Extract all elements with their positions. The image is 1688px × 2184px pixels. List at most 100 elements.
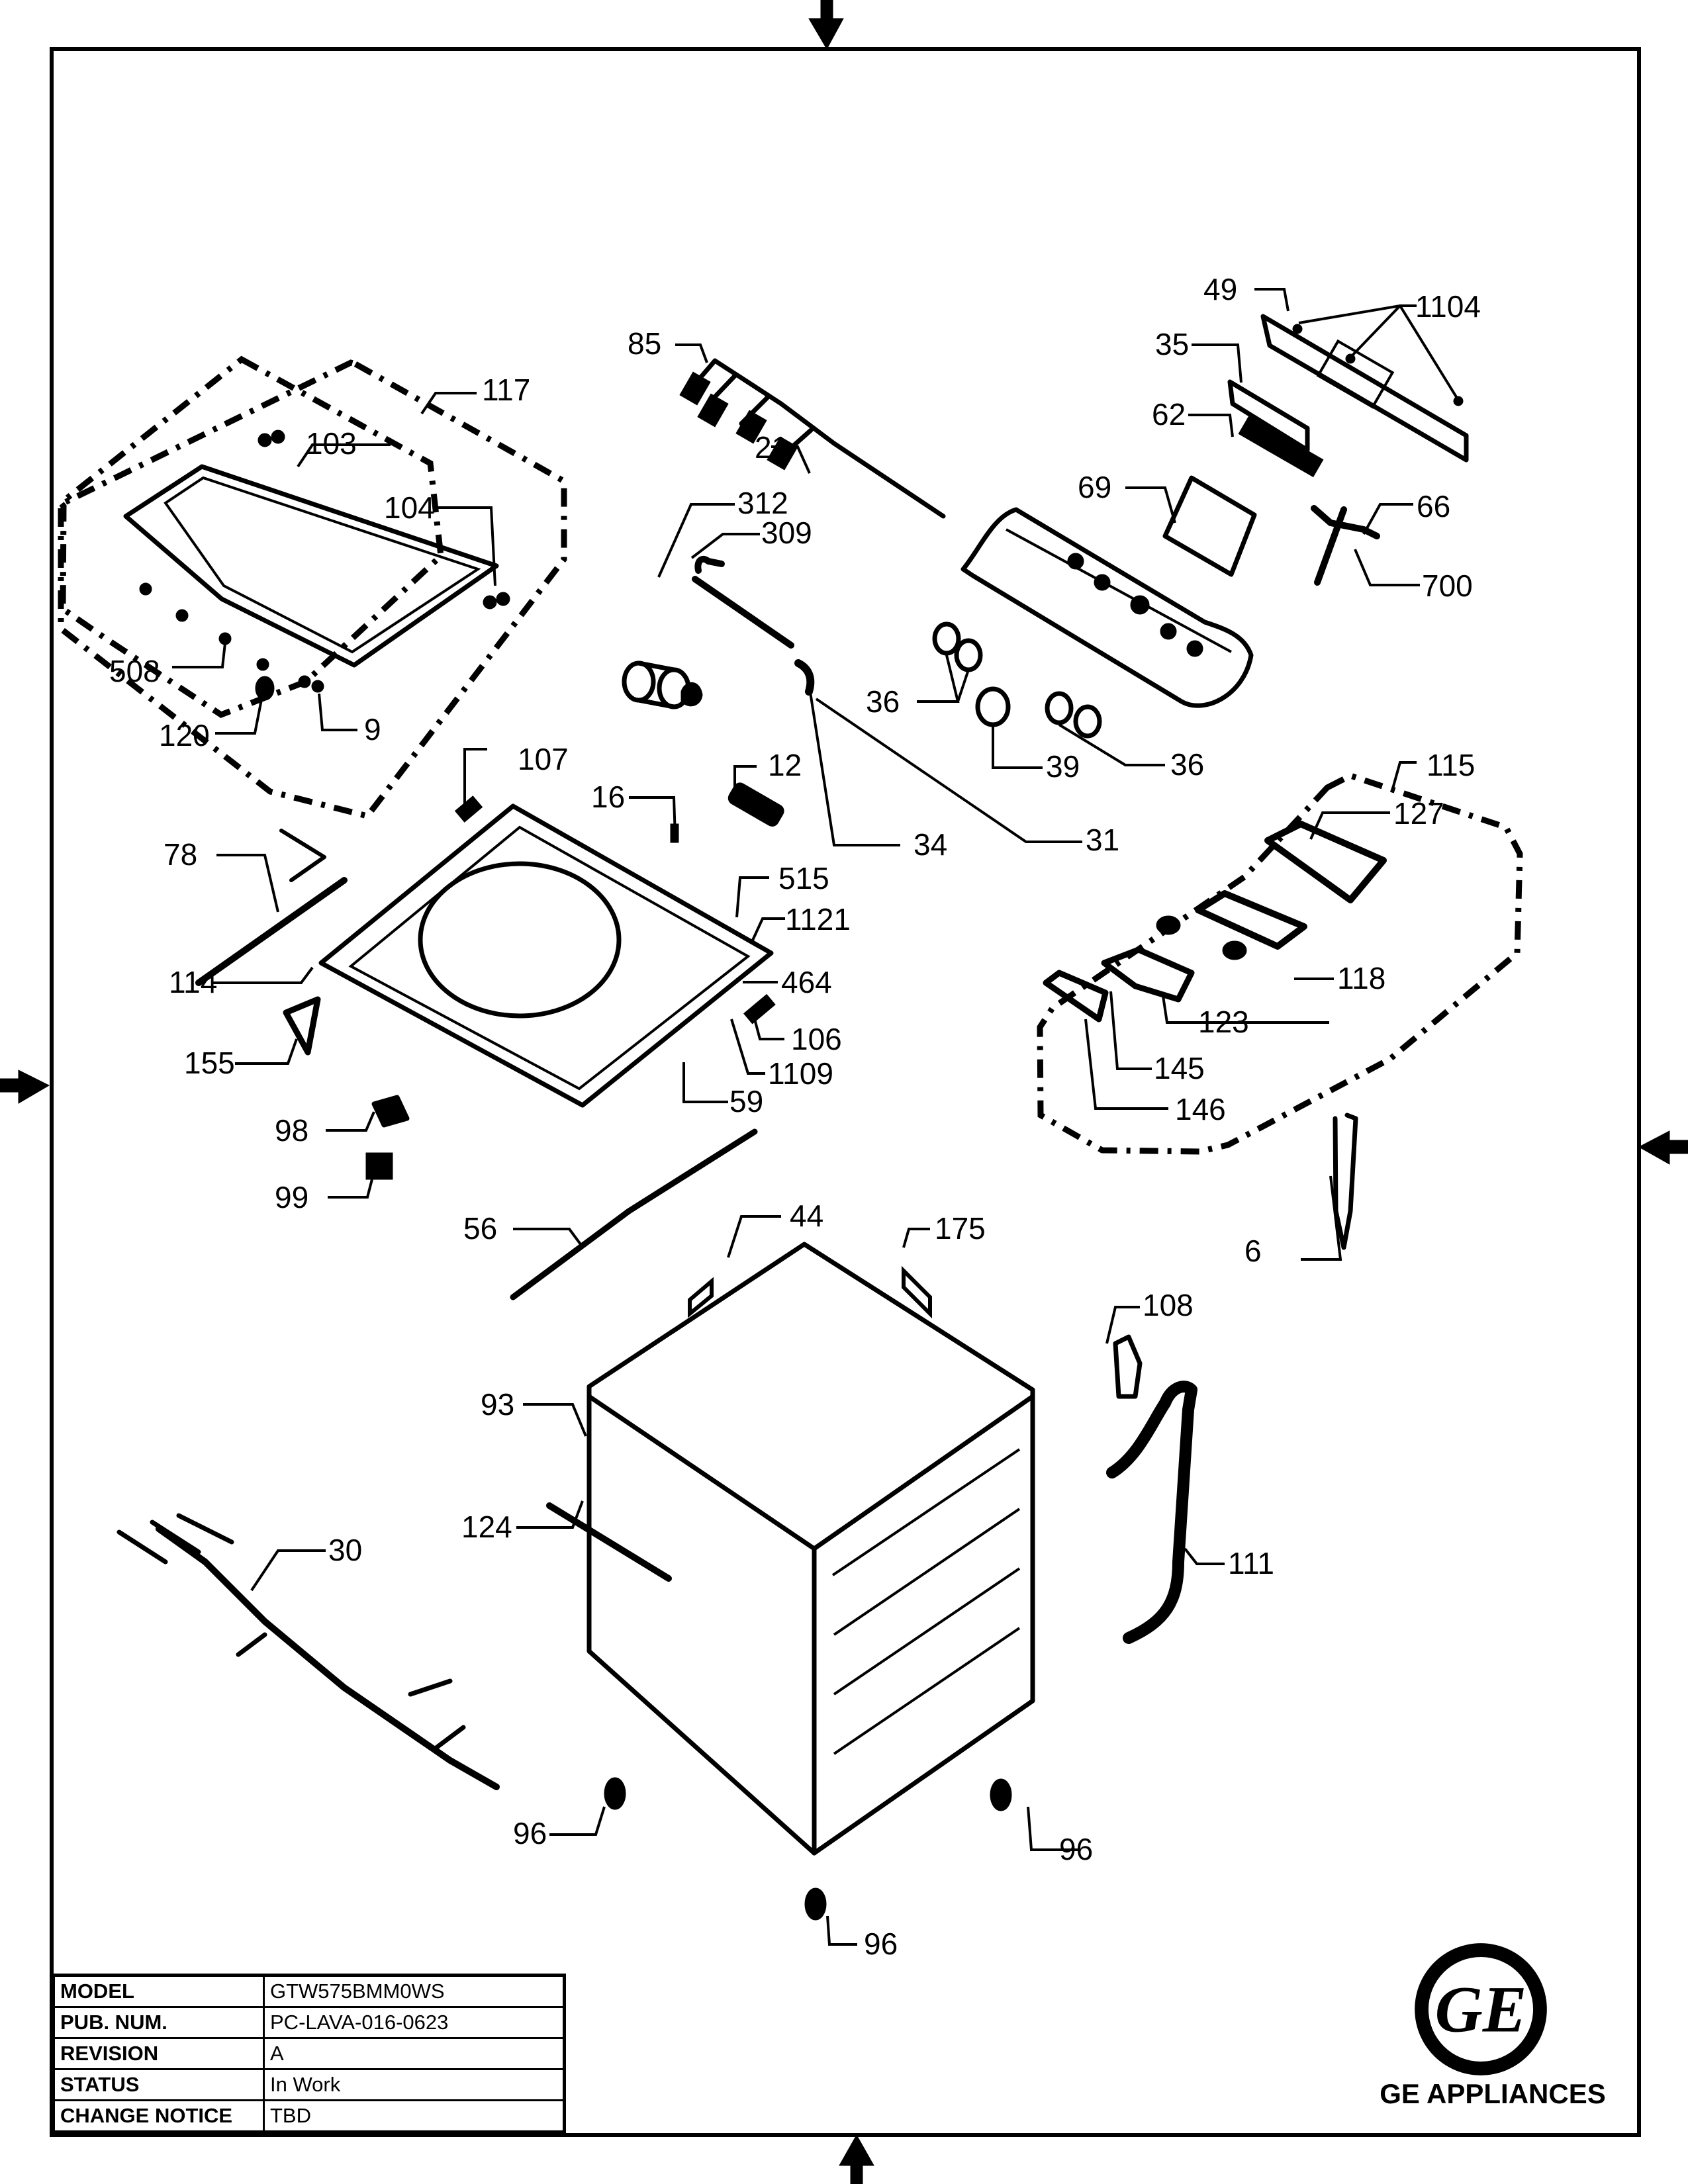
change-notice-label: CHANGE NOTICE [52,2099,265,2133]
leader-114 [213,966,314,984]
drawer-145 [1101,946,1195,1003]
title-block: MODEL GTW575BMM0WS PUB. NUM. PC-LAVA-016… [52,1974,566,2134]
cabinet-93 [586,1242,1035,1856]
title-row-status: STATUS In Work [52,2068,565,2101]
callout-120: 120 [159,718,210,752]
leader-30 [250,1549,326,1592]
callout-700: 700 [1422,569,1473,603]
leader-700 [1354,549,1420,586]
callout-56: 56 [463,1211,497,1246]
model-label: MODEL [52,1974,265,2008]
leader-78 [216,854,279,913]
leader-62 [1188,414,1234,437]
pub-num-label: PUB. NUM. [52,2006,265,2039]
callout-96a: 96 [513,1816,547,1850]
leader-93 [523,1403,587,1437]
leader-21 [771,445,811,474]
bracket-155 [283,996,321,1056]
arrow-left-icon [0,1069,50,1104]
svg-text:GE: GE [1435,1972,1527,2046]
hose-6 [1333,1113,1358,1250]
callout-155: 155 [184,1046,235,1080]
cap-312 [622,660,691,709]
leader-49 [1254,288,1289,312]
leader-39 [992,725,1043,769]
title-row-revision: REVISION A [52,2037,565,2070]
leader-85 [675,343,708,363]
leader-309 [690,533,760,559]
leader-98 [326,1111,375,1132]
callout-114: 114 [169,965,217,999]
callout-464: 464 [781,965,832,999]
callout-99: 99 [275,1180,308,1214]
leg-96c [804,1888,827,1921]
console-21 [961,507,1254,708]
leader-35 [1192,343,1243,383]
front-146 [1043,970,1109,1023]
leader-36a [917,655,970,703]
leader-515 [735,876,769,918]
callout-98: 98 [275,1113,308,1148]
leg-96a [604,1777,626,1810]
callout-117: 117 [482,373,530,407]
leader-31 [815,698,1082,843]
callout-36a: 36 [866,684,900,719]
leader-103 [297,443,391,468]
knob-36-left [932,621,983,672]
callout-78: 78 [164,837,197,872]
callout-34: 34 [914,827,947,862]
callout-35: 35 [1155,327,1189,361]
model-value: GTW575BMM0WS [263,1974,565,2008]
drain-hose-111 [1106,1381,1197,1644]
callout-62: 62 [1152,397,1186,432]
cap-123b [1222,940,1247,960]
overlay-35 [1227,379,1310,453]
leader-36b [1058,723,1165,766]
screw-16 [670,823,679,843]
arrow-right-icon [1638,1130,1688,1165]
leader-104 [437,506,496,586]
callout-1121: 1121 [785,902,851,936]
title-row-change-notice: CHANGE NOTICE TBD [52,2099,565,2133]
leader-107 [463,748,487,804]
ge-monogram-logo-icon: GE [1415,1943,1547,2075]
callout-12: 12 [768,748,802,782]
leader-96c [826,1915,857,1946]
status-label: STATUS [52,2068,265,2101]
board-62 [1238,416,1324,478]
knob-36-right [1045,691,1102,739]
callout-96c: 96 [864,1927,898,1961]
callout-103: 103 [306,426,357,461]
leader-124 [516,1500,584,1529]
leader-508 [172,643,226,668]
leader-59 [682,1062,728,1103]
callout-16: 16 [591,780,625,814]
leader-175 [902,1228,930,1248]
leader-111 [1184,1547,1225,1565]
leg-96b [990,1778,1012,1811]
callout-93: 93 [481,1387,514,1422]
callout-107: 107 [518,742,569,776]
leader-1104 [1298,304,1459,400]
title-row-model: MODEL GTW575BMM0WS [52,1974,565,2008]
callout-104: 104 [384,490,435,525]
top-cover-114 [318,803,774,1108]
leader-117 [420,392,477,415]
callout-49: 49 [1203,272,1237,306]
leader-99 [328,1179,373,1199]
harness-30 [117,1513,500,1790]
leader-155 [235,1038,298,1065]
callout-85: 85 [628,326,661,361]
wire-harness-85 [679,358,946,519]
callout-30: 30 [328,1533,362,1567]
callout-312: 312 [737,486,788,520]
leader-56 [513,1228,582,1246]
leader-96b [1027,1806,1079,1851]
callout-9: 9 [364,712,381,747]
knob-39 [975,686,1011,727]
callout-146: 146 [1175,1092,1226,1126]
label-175b [902,1265,932,1319]
leader-145 [1109,991,1152,1070]
part-98 [371,1095,410,1128]
leader-115 [1391,761,1417,792]
